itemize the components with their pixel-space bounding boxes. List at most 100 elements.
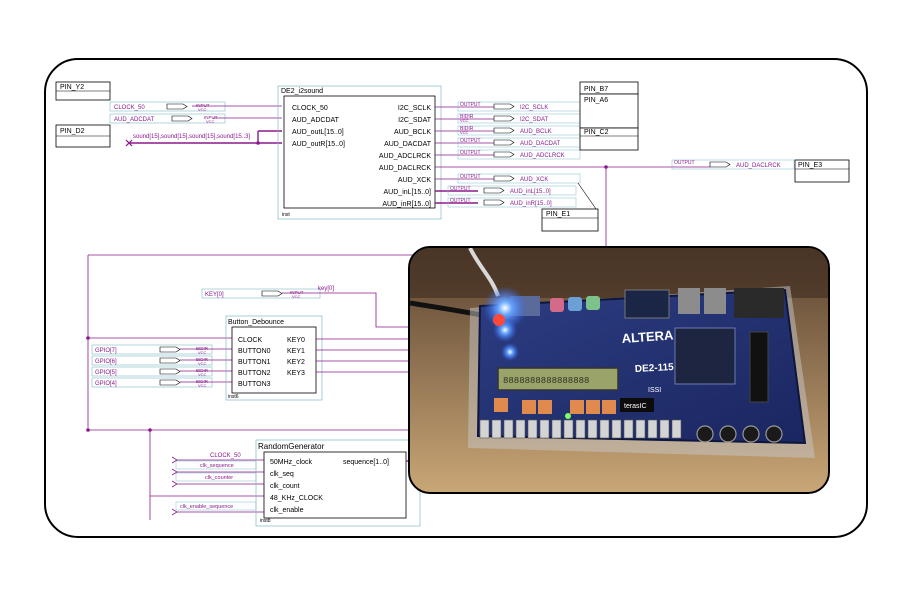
svg-text:AUD_inL[15..0]: AUD_inL[15..0] bbox=[510, 189, 551, 195]
svg-text:VCC: VCC bbox=[198, 372, 207, 377]
input-key0[interactable]: KEY[0] INPUT VCC bbox=[201, 288, 321, 299]
svg-text:OUTPUT: OUTPUT bbox=[460, 138, 481, 144]
svg-text:VCC: VCC bbox=[198, 361, 207, 366]
svg-text:OUTPUT: OUTPUT bbox=[460, 102, 481, 108]
input-gpio6[interactable]: GPIO[6] BIDIR VCC bbox=[91, 355, 213, 366]
svg-text:VCC: VCC bbox=[292, 294, 301, 299]
pin-box-y2[interactable]: PIN_Y2 bbox=[55, 81, 111, 101]
svg-text:KEY0: KEY0 bbox=[287, 337, 305, 344]
key0-net-label: key[0] bbox=[318, 286, 334, 292]
svg-text:GPIO[6]: GPIO[6] bbox=[95, 359, 117, 365]
svg-text:BIDIR: BIDIR bbox=[196, 346, 209, 351]
svg-text:I2C_SDAT: I2C_SDAT bbox=[520, 117, 549, 123]
pin-box-e1[interactable]: PIN_E1 bbox=[541, 208, 599, 232]
svg-text:OUTPUT: OUTPUT bbox=[450, 198, 471, 204]
svg-text:inst8: inst8 bbox=[260, 518, 271, 524]
input-gpio5[interactable]: GPIO[5] BIDIR VCC bbox=[91, 366, 213, 377]
svg-text:CLOCK_50: CLOCK_50 bbox=[114, 105, 145, 111]
input-gpio7[interactable]: GPIO[7] BIDIR VCC bbox=[91, 344, 213, 355]
svg-text:OUTPUT: OUTPUT bbox=[450, 186, 471, 192]
svg-text:GPIO[4]: GPIO[4] bbox=[95, 381, 117, 387]
svg-text:PIN_Y2: PIN_Y2 bbox=[60, 84, 84, 91]
svg-text:AUD_ADCLRCK: AUD_ADCLRCK bbox=[520, 153, 565, 159]
board-issi-label: ISSI bbox=[648, 387, 661, 394]
output-i2c-sclk[interactable]: OUTPUT I2C_SCLK bbox=[457, 101, 581, 112]
random-input-clk-enable-sequence[interactable]: clk_enable_sequence bbox=[175, 501, 257, 511]
svg-text:BIDIR: BIDIR bbox=[196, 368, 209, 373]
random-input-clk-counter[interactable]: clk_counter bbox=[175, 472, 257, 482]
svg-text:AUD_BCLK: AUD_BCLK bbox=[520, 129, 552, 135]
svg-text:OUTPUT: OUTPUT bbox=[460, 174, 481, 180]
output-aud-adclrck[interactable]: OUTPUT AUD_ADCLRCK bbox=[457, 149, 581, 160]
svg-text:AUD_DACDAT: AUD_DACDAT bbox=[384, 141, 432, 148]
svg-text:VCC: VCC bbox=[198, 107, 207, 112]
output-aud-daclrck[interactable]: OUTPUT AUD_DACLRCK bbox=[671, 159, 795, 170]
svg-text:AUD_outL[15..0]: AUD_outL[15..0] bbox=[292, 129, 344, 136]
output-i2c-sdat[interactable]: BIDIR VCC I2C_SDAT bbox=[457, 113, 581, 124]
svg-text:PIN_A6: PIN_A6 bbox=[584, 97, 608, 104]
svg-text:AUD_BCLK: AUD_BCLK bbox=[394, 129, 431, 136]
svg-text:I2C_SCLK: I2C_SCLK bbox=[520, 105, 548, 111]
svg-text:AUD_DACLRCK: AUD_DACLRCK bbox=[379, 165, 431, 172]
board-lcd: 8888888888888888 bbox=[503, 376, 589, 386]
svg-text:clk_count: clk_count bbox=[270, 483, 300, 490]
svg-text:BIDIR: BIDIR bbox=[196, 379, 209, 384]
debounce-block[interactable]: Button_Debounce inst6 CLOCK BUTTON0 BUTT… bbox=[225, 315, 323, 401]
svg-text:AUD_inL[15..0]: AUD_inL[15..0] bbox=[384, 189, 432, 196]
svg-text:BUTTON1: BUTTON1 bbox=[238, 359, 271, 366]
board-model-label: DE2-115 bbox=[635, 362, 675, 375]
board-brand-label: ALTERA bbox=[621, 327, 674, 346]
svg-text:I2C_SDAT: I2C_SDAT bbox=[398, 117, 432, 124]
svg-text:GPIO[5]: GPIO[5] bbox=[95, 370, 117, 376]
svg-text:INPUT: INPUT bbox=[204, 115, 218, 120]
svg-text:VCC: VCC bbox=[198, 383, 207, 388]
svg-text:PIN_E1: PIN_E1 bbox=[546, 211, 570, 218]
svg-text:AUD_outR[15..0]: AUD_outR[15..0] bbox=[292, 141, 345, 148]
svg-text:Button_Debounce: Button_Debounce bbox=[228, 319, 284, 326]
svg-text:OUTPUT: OUTPUT bbox=[674, 160, 695, 166]
svg-text:AUD_DACLRCK: AUD_DACLRCK bbox=[736, 163, 781, 169]
output-aud-inl[interactable]: OUTPUT AUD_inL[15..0] bbox=[447, 185, 577, 196]
svg-text:BIDIR: BIDIR bbox=[196, 357, 209, 362]
i2sound-block[interactable]: DE2_i2sound inst CLOCK_50 AUD_ADCDAT AUD… bbox=[277, 85, 442, 220]
svg-text:clk_seq: clk_seq bbox=[270, 471, 294, 478]
output-aud-inr[interactable]: OUTPUT AUD_inR[15..0] bbox=[447, 197, 577, 208]
svg-text:KEY1: KEY1 bbox=[287, 348, 305, 355]
svg-text:VCC: VCC bbox=[206, 119, 215, 124]
svg-text:INPUT: INPUT bbox=[196, 103, 210, 108]
pin-box-e3[interactable]: PIN_E3 bbox=[794, 159, 850, 183]
svg-text:clk_enable: clk_enable bbox=[270, 507, 304, 514]
svg-text:I2C_SCLK: I2C_SCLK bbox=[398, 105, 431, 112]
output-aud-bclk[interactable]: BIDIR VCC AUD_BCLK bbox=[457, 125, 581, 136]
svg-text:inst: inst bbox=[282, 212, 290, 218]
svg-text:RandomGenerator: RandomGenerator bbox=[258, 442, 325, 451]
svg-text:AUD_XCK: AUD_XCK bbox=[520, 177, 548, 183]
svg-text:PIN_B7: PIN_B7 bbox=[584, 86, 608, 93]
random-block[interactable]: RandomGenerator inst8 50MHz_clock clk_se… bbox=[255, 439, 421, 527]
random-input-clk-sequence[interactable]: clk_sequence bbox=[175, 460, 257, 470]
output-aud-dacdat[interactable]: OUTPUT AUD_DACDAT bbox=[457, 137, 581, 148]
input-gpio4[interactable]: GPIO[4] BIDIR VCC bbox=[91, 377, 213, 388]
svg-text:AUD_inR[15..0]: AUD_inR[15..0] bbox=[510, 201, 552, 207]
input-clock50[interactable]: CLOCK_50 INPUT VCC bbox=[109, 101, 226, 112]
pin-box-c2[interactable]: PIN_C2 bbox=[579, 127, 639, 151]
svg-text:AUD_XCK: AUD_XCK bbox=[398, 177, 431, 184]
pin-box-d2[interactable]: PIN_D2 bbox=[55, 124, 111, 148]
svg-text:OUTPUT: OUTPUT bbox=[460, 150, 481, 156]
svg-text:BUTTON2: BUTTON2 bbox=[238, 370, 271, 377]
svg-text:CLOCK: CLOCK bbox=[238, 337, 262, 344]
svg-text:AUD_inR[15..0]: AUD_inR[15..0] bbox=[382, 201, 431, 208]
svg-text:KEY2: KEY2 bbox=[287, 359, 305, 366]
svg-text:AUD_ADCDAT: AUD_ADCDAT bbox=[114, 117, 155, 123]
input-adcdat[interactable]: AUD_ADCDAT INPUT VCC bbox=[109, 113, 226, 124]
svg-text:PIN_E3: PIN_E3 bbox=[798, 162, 822, 169]
svg-text:AUD_DACDAT: AUD_DACDAT bbox=[520, 141, 561, 147]
board-illustration: ALTERA DE2-115 ISSI 8888888888888888 ter… bbox=[410, 248, 828, 492]
pin-box-b7[interactable]: PIN_B7 bbox=[579, 81, 639, 95]
svg-text:DE2_i2sound: DE2_i2sound bbox=[281, 88, 323, 95]
svg-text:KEY3: KEY3 bbox=[287, 370, 305, 377]
output-aud-xck[interactable]: OUTPUT AUD_XCK bbox=[457, 173, 581, 184]
random-input-clock50[interactable]: CLOCK_50 bbox=[210, 453, 241, 459]
pin-box-a6[interactable]: PIN_A6 bbox=[579, 93, 639, 129]
